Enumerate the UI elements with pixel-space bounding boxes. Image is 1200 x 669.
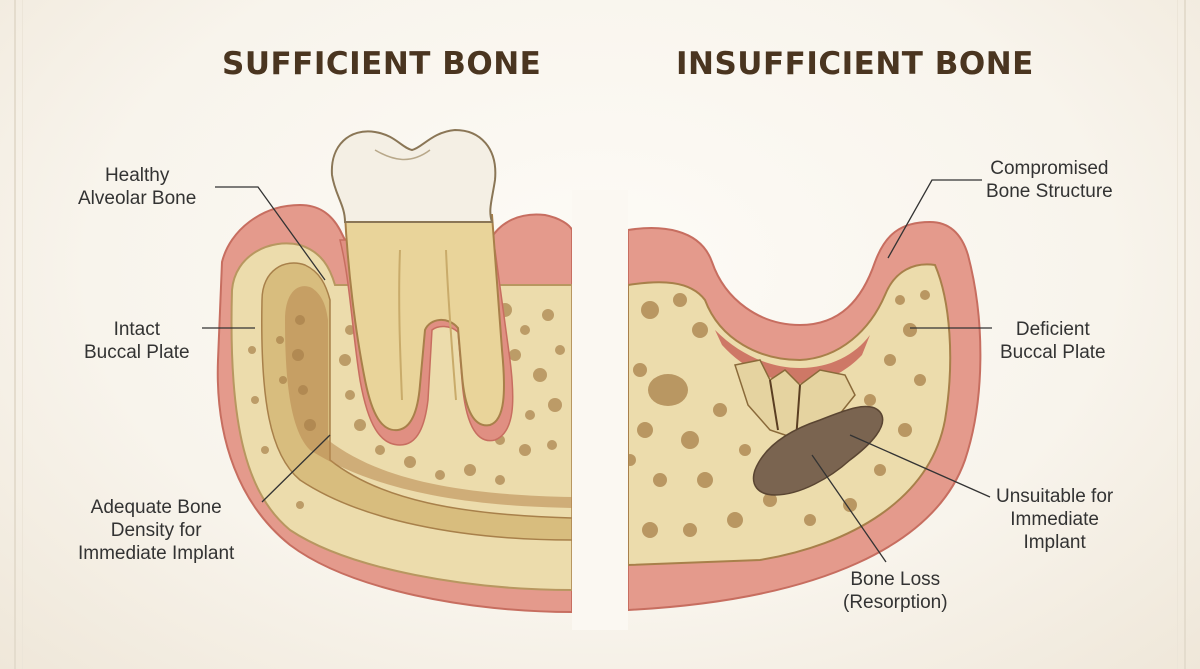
label-unsuitable-immediate-implant: Unsuitable for Immediate Implant bbox=[996, 486, 1114, 553]
panel-divider bbox=[572, 190, 628, 630]
left-tooth-crown bbox=[330, 128, 497, 223]
frame-border-left-inner bbox=[22, 0, 23, 669]
leader-compromised bbox=[887, 179, 982, 259]
title-sufficient-bone: SUFFICIENT BONE bbox=[222, 46, 542, 82]
left-tooth-root bbox=[343, 214, 506, 432]
frame-border-right-inner bbox=[1177, 0, 1178, 669]
label-deficient-buccal-plate: Deficient Buccal Plate bbox=[1000, 319, 1106, 363]
label-healthy-alveolar-bone: Healthy Alveolar Bone bbox=[78, 165, 197, 209]
right-bone-loss-area bbox=[752, 405, 884, 496]
left-tooth-pulp bbox=[398, 249, 457, 401]
label-bone-loss-resorption: Bone Loss (Resorption) bbox=[843, 569, 948, 613]
left-lamina-band bbox=[285, 286, 572, 508]
frame-border-right bbox=[1184, 0, 1186, 669]
frame-border-left bbox=[14, 0, 16, 669]
right-panel-illustration bbox=[627, 220, 982, 612]
leader-adequate-density bbox=[261, 434, 331, 503]
label-intact-buccal-plate: Intact Buccal Plate bbox=[84, 319, 190, 363]
label-adequate-bone-density: Adequate Bone Density for Immediate Impl… bbox=[78, 497, 235, 564]
left-tooth-crown-groove bbox=[374, 149, 431, 161]
title-insufficient-bone: INSUFFICIENT BONE bbox=[676, 46, 1034, 82]
label-compromised-bone-structure: Compromised Bone Structure bbox=[986, 158, 1113, 202]
leader-bone-loss bbox=[811, 454, 887, 563]
left-cortical-band bbox=[261, 262, 573, 541]
left-panel-illustration bbox=[216, 128, 573, 614]
leader-healthy-alveolar bbox=[215, 186, 326, 281]
leader-lines bbox=[202, 179, 992, 563]
leader-unsuitable bbox=[849, 434, 991, 498]
